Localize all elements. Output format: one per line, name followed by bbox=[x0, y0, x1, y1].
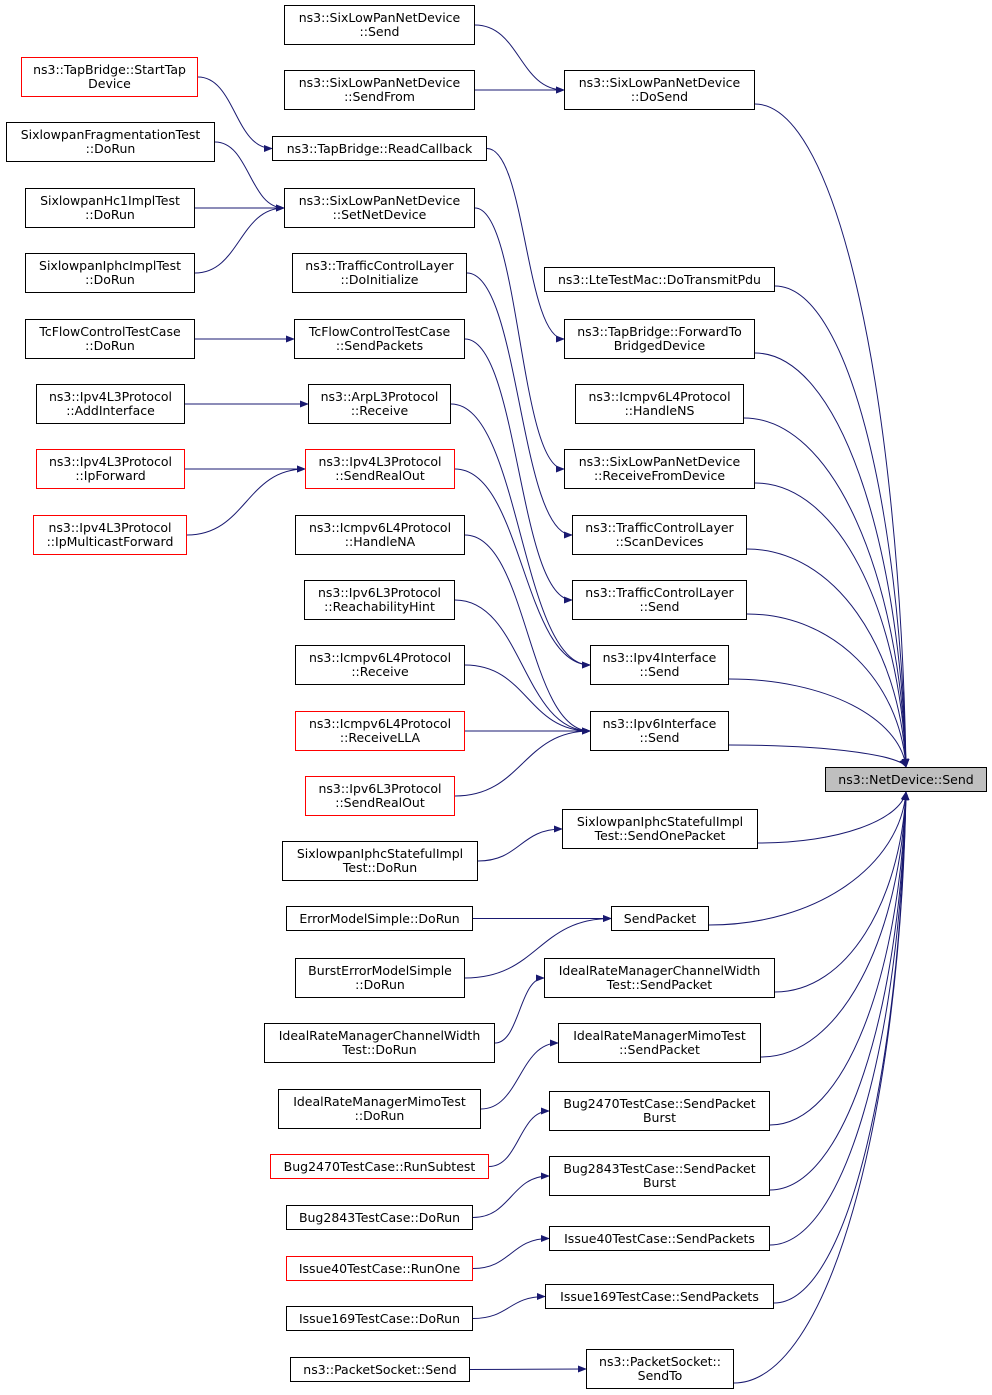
node-sixlowpan-fragmentation-test-dorun[interactable]: SixlowpanFragmentationTest::DoRun bbox=[6, 122, 215, 162]
node-packetsocket-send[interactable]: ns3::PacketSocket::Send bbox=[290, 1357, 470, 1382]
node-icmpv6l4protocol-handlens[interactable]: ns3::Icmpv6L4Protocol::HandleNS bbox=[575, 384, 744, 424]
edge-arp_receive-to-ipv4if_send bbox=[450, 403, 591, 669]
edge-tcl_doinit-to-tcl_scan bbox=[466, 272, 573, 539]
node-sixlowpan-hc1-impl-test-dorun[interactable]: SixlowpanHc1ImplTest::DoRun bbox=[25, 188, 195, 228]
node-tcflowcontrol-testcase-dorun[interactable]: TcFlowControlTestCase::DoRun bbox=[25, 319, 195, 359]
edge-sixlow_iphctest-to-sixlow_setnet bbox=[194, 204, 285, 274]
node-trafficcontrollayer-doinitialize[interactable]: ns3::TrafficControlLayer::DoInitialize bbox=[292, 253, 467, 293]
edge-tcl_scan-to-focus bbox=[746, 548, 910, 768]
node-bug2843testcase-dorun[interactable]: Bug2843TestCase::DoRun bbox=[286, 1205, 473, 1230]
node-bug2470testcase-runsubtest[interactable]: Bug2470TestCase::RunSubtest bbox=[270, 1154, 489, 1179]
node-ipv6l3protocol-reachabilityhint[interactable]: ns3::Ipv6L3Protocol::ReachabilityHint bbox=[304, 580, 455, 620]
edge-ipv4l3_ipmcast-to-ipv4l3_sendrealout bbox=[186, 465, 306, 536]
node-trafficcontrollayer-send[interactable]: ns3::TrafficControlLayer::Send bbox=[572, 580, 747, 620]
edge-iphcstate_sendone-to-focus bbox=[757, 791, 908, 844]
edge-tap_starttap-to-tap_readcb bbox=[197, 76, 273, 153]
edge-ipv4if_send-to-focus bbox=[728, 678, 909, 768]
node-sixlowpannetdevice-dosend[interactable]: ns3::SixLowPanNetDevice::DoSend bbox=[564, 70, 755, 110]
edge-tap_forward-to-focus bbox=[754, 352, 910, 768]
node-sixlowpannetdevice-send[interactable]: ns3::SixLowPanNetDevice::Send bbox=[284, 5, 475, 45]
node-sixlowpan-iphc-impl-test-dorun[interactable]: SixlowpanIphcImplTest::DoRun bbox=[25, 253, 195, 293]
node-ipv6interface-send[interactable]: ns3::Ipv6Interface::Send bbox=[590, 711, 729, 751]
edge-idealcw_send-to-focus bbox=[774, 791, 910, 993]
node-ipv4l3protocol-ipmulticastforward[interactable]: ns3::Ipv4L3Protocol::IpMulticastForward bbox=[33, 515, 187, 555]
node-issue169testcase-dorun[interactable]: Issue169TestCase::DoRun bbox=[286, 1306, 473, 1331]
edge-tap_readcb-to-tap_forward bbox=[486, 148, 565, 343]
edge-tc_sendpackets-to-tcl_send bbox=[464, 338, 573, 604]
node-errormodelsimple-dorun[interactable]: ErrorModelSimple::DoRun bbox=[286, 906, 473, 931]
edge-bug2470_send-to-focus bbox=[769, 791, 910, 1126]
edge-idealmimo_send-to-focus bbox=[760, 791, 910, 1058]
node-ipv4interface-send[interactable]: ns3::Ipv4Interface::Send bbox=[590, 645, 729, 685]
edge-sixlow_recvfrom-to-focus bbox=[754, 482, 910, 768]
edge-sixlow_send-to-sixlow_dosend bbox=[474, 24, 565, 94]
node-sixlowpannetdevice-sendfrom[interactable]: ns3::SixLowPanNetDevice::SendFrom bbox=[284, 70, 475, 110]
node-ipv4l3protocol-addinterface[interactable]: ns3::Ipv4L3Protocol::AddInterface bbox=[36, 384, 185, 424]
edge-ipv4l3_sendrealout-to-ipv4if_send bbox=[454, 468, 591, 669]
node-netdevice-send-focus: ns3::NetDevice::Send bbox=[825, 767, 987, 792]
edge-issue40_run-to-issue40_send bbox=[472, 1234, 550, 1269]
edge-icmp6_handlens-to-focus bbox=[743, 417, 910, 768]
edge-ipv6l3_sendrealout-to-ipv6if_send bbox=[454, 727, 591, 797]
edge-bug2843_dorun-to-bug2843_send bbox=[472, 1172, 550, 1218]
node-sendpacket[interactable]: SendPacket bbox=[611, 906, 709, 931]
edge-icmp6_handlena-to-ipv6if_send bbox=[464, 534, 591, 735]
edge-psock_sendto-to-focus bbox=[733, 791, 910, 1384]
node-bursterrormodelsimple-dorun[interactable]: BurstErrorModelSimple::DoRun bbox=[295, 958, 465, 998]
node-sixlowpannetdevice-receivefromdevice[interactable]: ns3::SixLowPanNetDevice::ReceiveFromDevi… bbox=[564, 449, 755, 489]
node-tapbridge-readcallback[interactable]: ns3::TapBridge::ReadCallback bbox=[272, 136, 487, 161]
node-icmpv6l4protocol-receivella[interactable]: ns3::Icmpv6L4Protocol::ReceiveLLA bbox=[295, 711, 465, 751]
edge-idealmimo_dorun-to-idealmimo_send bbox=[480, 1039, 559, 1110]
node-issue40testcase-runone[interactable]: Issue40TestCase::RunOne bbox=[286, 1256, 473, 1281]
edge-lte_dotx-to-focus bbox=[774, 285, 910, 768]
node-ipv4l3protocol-sendrealout[interactable]: ns3::Ipv4L3Protocol::SendRealOut bbox=[305, 449, 455, 489]
node-trafficcontrollayer-scandevices[interactable]: ns3::TrafficControlLayer::ScanDevices bbox=[572, 515, 747, 555]
node-sixlowpannetdevice-setnetdevice[interactable]: ns3::SixLowPanNetDevice::SetNetDevice bbox=[284, 188, 475, 228]
edge-issue40_send-to-focus bbox=[769, 791, 910, 1246]
edge-tcl_send-to-focus bbox=[746, 613, 910, 768]
node-tcflowcontrol-testcase-sendpackets[interactable]: TcFlowControlTestCase::SendPackets bbox=[294, 319, 465, 359]
edge-bug2843_send-to-focus bbox=[769, 791, 910, 1191]
node-issue40testcase-sendpackets[interactable]: Issue40TestCase::SendPackets bbox=[549, 1226, 770, 1251]
edge-idealcw_dorun-to-idealcw_send bbox=[494, 974, 545, 1044]
edge-issue169_dorun-to-issue169_send bbox=[472, 1292, 546, 1319]
edge-bursterr_dorun-to-sendpacket bbox=[464, 914, 612, 979]
edge-sixlow_fragtest-to-sixlow_setnet bbox=[214, 141, 285, 212]
edge-iphcstate_dorun-to-iphcstate_sendone bbox=[477, 825, 563, 862]
node-idealratemanager-mimo-test-sendpacket[interactable]: IdealRateManagerMimoTest::SendPacket bbox=[558, 1023, 761, 1063]
node-icmpv6l4protocol-handlena[interactable]: ns3::Icmpv6L4Protocol::HandleNA bbox=[295, 515, 465, 555]
node-ipv6l3protocol-sendrealout[interactable]: ns3::Ipv6L3Protocol::SendRealOut bbox=[305, 776, 455, 816]
node-arpl3protocol-receive[interactable]: ns3::ArpL3Protocol::Receive bbox=[308, 384, 451, 424]
node-ltetestmac-dotransmitpdu[interactable]: ns3::LteTestMac::DoTransmitPdu bbox=[544, 267, 775, 292]
node-idealratemanager-mimo-test-dorun[interactable]: IdealRateManagerMimoTest::DoRun bbox=[278, 1089, 481, 1129]
edge-psock_send-to-psock_sendto bbox=[469, 1365, 587, 1373]
edge-bug2470_run-to-bug2470_send bbox=[488, 1107, 550, 1167]
edge-ipv6if_send-to-focus bbox=[728, 744, 907, 768]
node-issue169testcase-sendpackets[interactable]: Issue169TestCase::SendPackets bbox=[545, 1284, 774, 1309]
edge-sixlow_dosend-to-focus bbox=[754, 103, 910, 768]
edge-sendpacket-to-focus bbox=[708, 791, 909, 926]
node-packetsocket-sendto[interactable]: ns3::PacketSocket::SendTo bbox=[586, 1349, 734, 1389]
edge-sixlow_setnet-to-sixlow_recvfrom bbox=[474, 207, 565, 473]
edge-ipv6l3_reach-to-ipv6if_send bbox=[454, 599, 591, 735]
edge-icmp6_receive-to-ipv6if_send bbox=[464, 664, 591, 735]
node-icmpv6l4protocol-receive[interactable]: ns3::Icmpv6L4Protocol::Receive bbox=[295, 645, 465, 685]
node-ipv4l3protocol-ipforward[interactable]: ns3::Ipv4L3Protocol::IpForward bbox=[36, 449, 185, 489]
